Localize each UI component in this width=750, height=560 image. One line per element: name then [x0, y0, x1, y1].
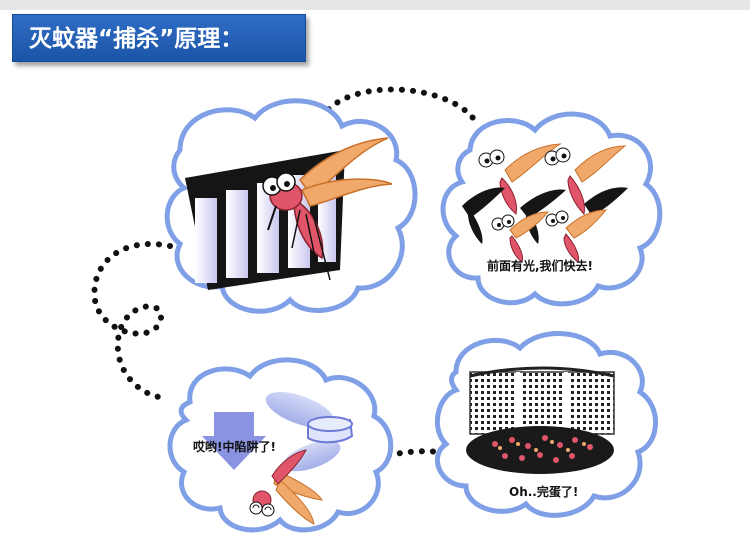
fan-icon — [265, 391, 354, 472]
caption-light-ahead: 前面有光,我们快去! — [487, 259, 594, 273]
trap-cage-icon — [466, 366, 615, 474]
arrow-down-icon — [202, 412, 266, 470]
cloud-scene-3 — [167, 357, 394, 533]
cloud-scene-1 — [164, 98, 418, 314]
caption-trapped: 哎哟!中陷阱了! — [193, 440, 276, 454]
top-strip — [0, 0, 750, 10]
cloud-scene-4 — [434, 331, 658, 518]
dizzy-mosquito-icon — [249, 449, 323, 525]
mosquito-swarm-icon — [462, 143, 628, 263]
page-title: 灭蚊器“捕杀”原理： — [12, 14, 306, 62]
caption-doomed: Oh..完蛋了! — [509, 485, 579, 499]
cloud-scene-2 — [440, 111, 663, 307]
mosquito-icon — [262, 137, 393, 281]
dotted-path — [91, 86, 481, 461]
